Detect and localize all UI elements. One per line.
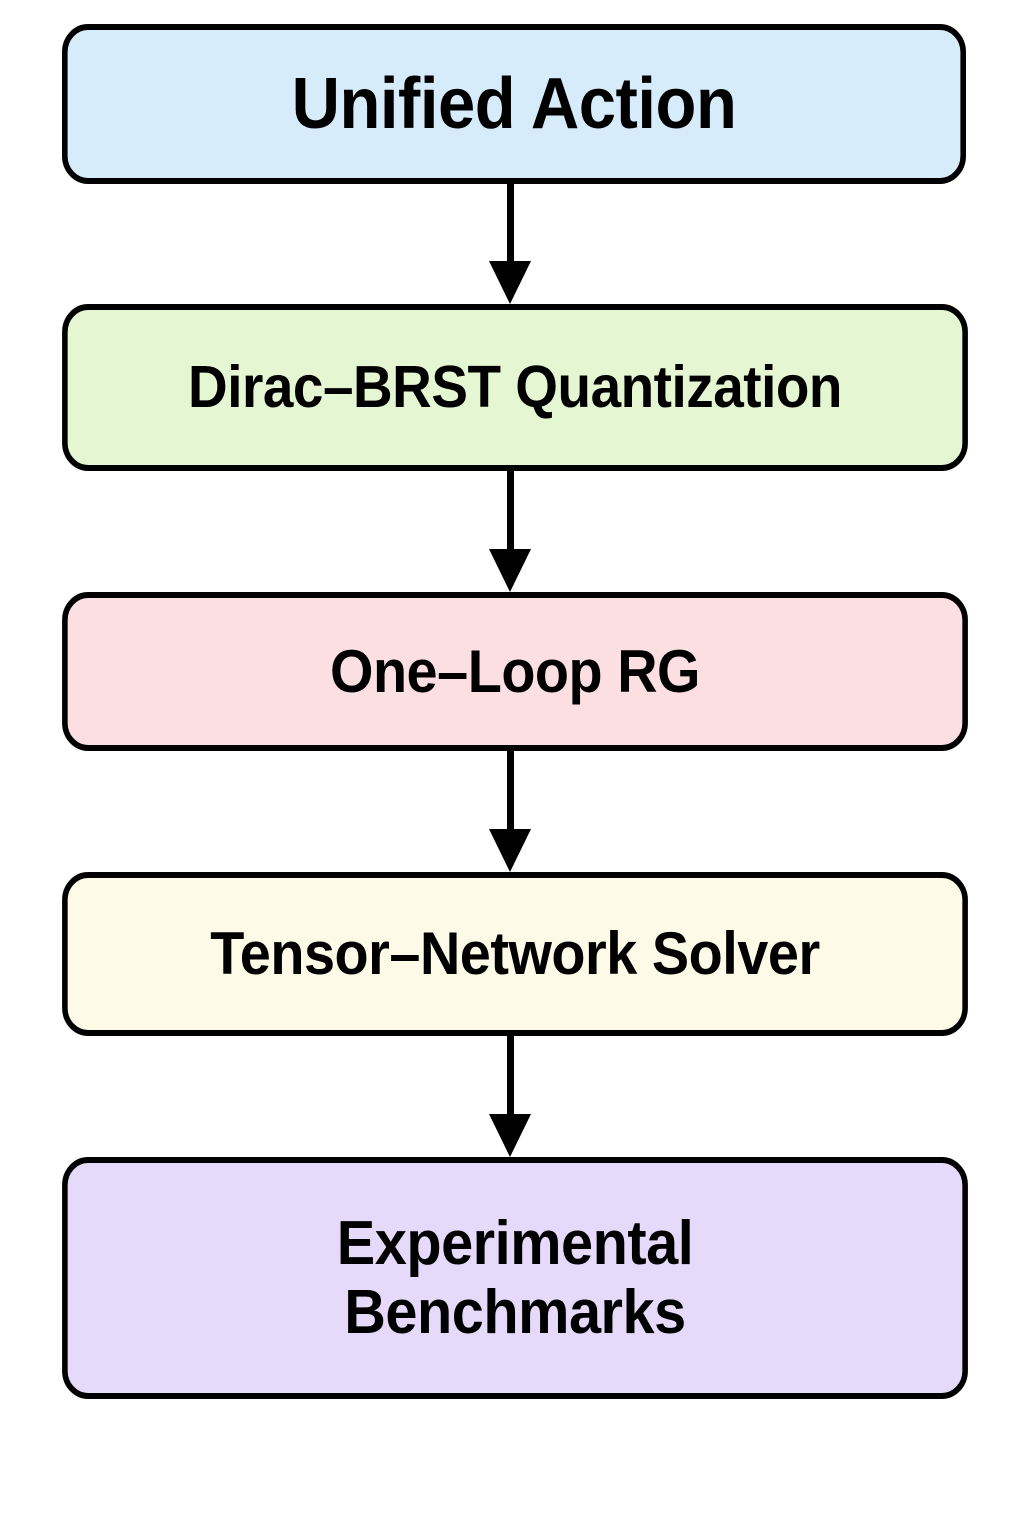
edge-line	[507, 1036, 514, 1115]
flow-edge-tensor-network-solver-to-experimental-benchmarks	[489, 1036, 531, 1157]
edge-line	[507, 751, 514, 830]
flow-edge-one-loop-rg-to-tensor-network-solver	[489, 751, 531, 872]
arrowhead-down-icon	[489, 261, 531, 304]
flow-node-unified-action[interactable]: Unified Action	[62, 24, 966, 184]
flow-node-tensor-network-solver[interactable]: Tensor–Network Solver	[62, 872, 968, 1036]
flow-node-label: One–Loop RG	[330, 637, 700, 705]
flow-node-label: Tensor–Network Solver	[210, 920, 820, 988]
flow-node-label: Experimental Benchmarks	[336, 1208, 694, 1347]
flow-node-label: Unified Action	[291, 63, 737, 144]
arrowhead-down-icon	[489, 829, 531, 872]
edge-line	[507, 471, 514, 550]
flow-node-label: Dirac–BRST Quantization	[188, 354, 842, 421]
flow-node-one-loop-rg[interactable]: One–Loop RG	[62, 592, 968, 751]
flow-node-experimental-benchmarks[interactable]: Experimental Benchmarks	[62, 1157, 968, 1399]
arrowhead-down-icon	[489, 1114, 531, 1157]
edge-line	[507, 184, 514, 262]
flow-edge-unified-action-to-dirac-brst	[489, 184, 531, 304]
flow-node-dirac-brst-quantization[interactable]: Dirac–BRST Quantization	[62, 304, 968, 471]
flow-edge-dirac-brst-to-one-loop-rg	[489, 471, 531, 592]
arrowhead-down-icon	[489, 549, 531, 592]
